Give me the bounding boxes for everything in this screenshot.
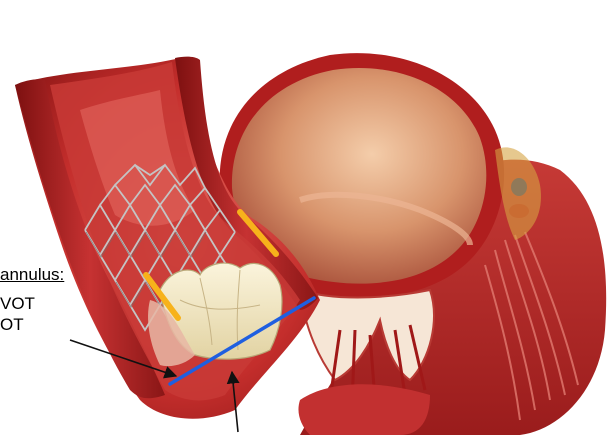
lvot-label-line1: VOT — [0, 294, 35, 314]
papillary-muscle — [298, 384, 430, 435]
annulus-label: annulus: — [0, 265, 64, 285]
lvot-label-line2: OT — [0, 315, 24, 335]
